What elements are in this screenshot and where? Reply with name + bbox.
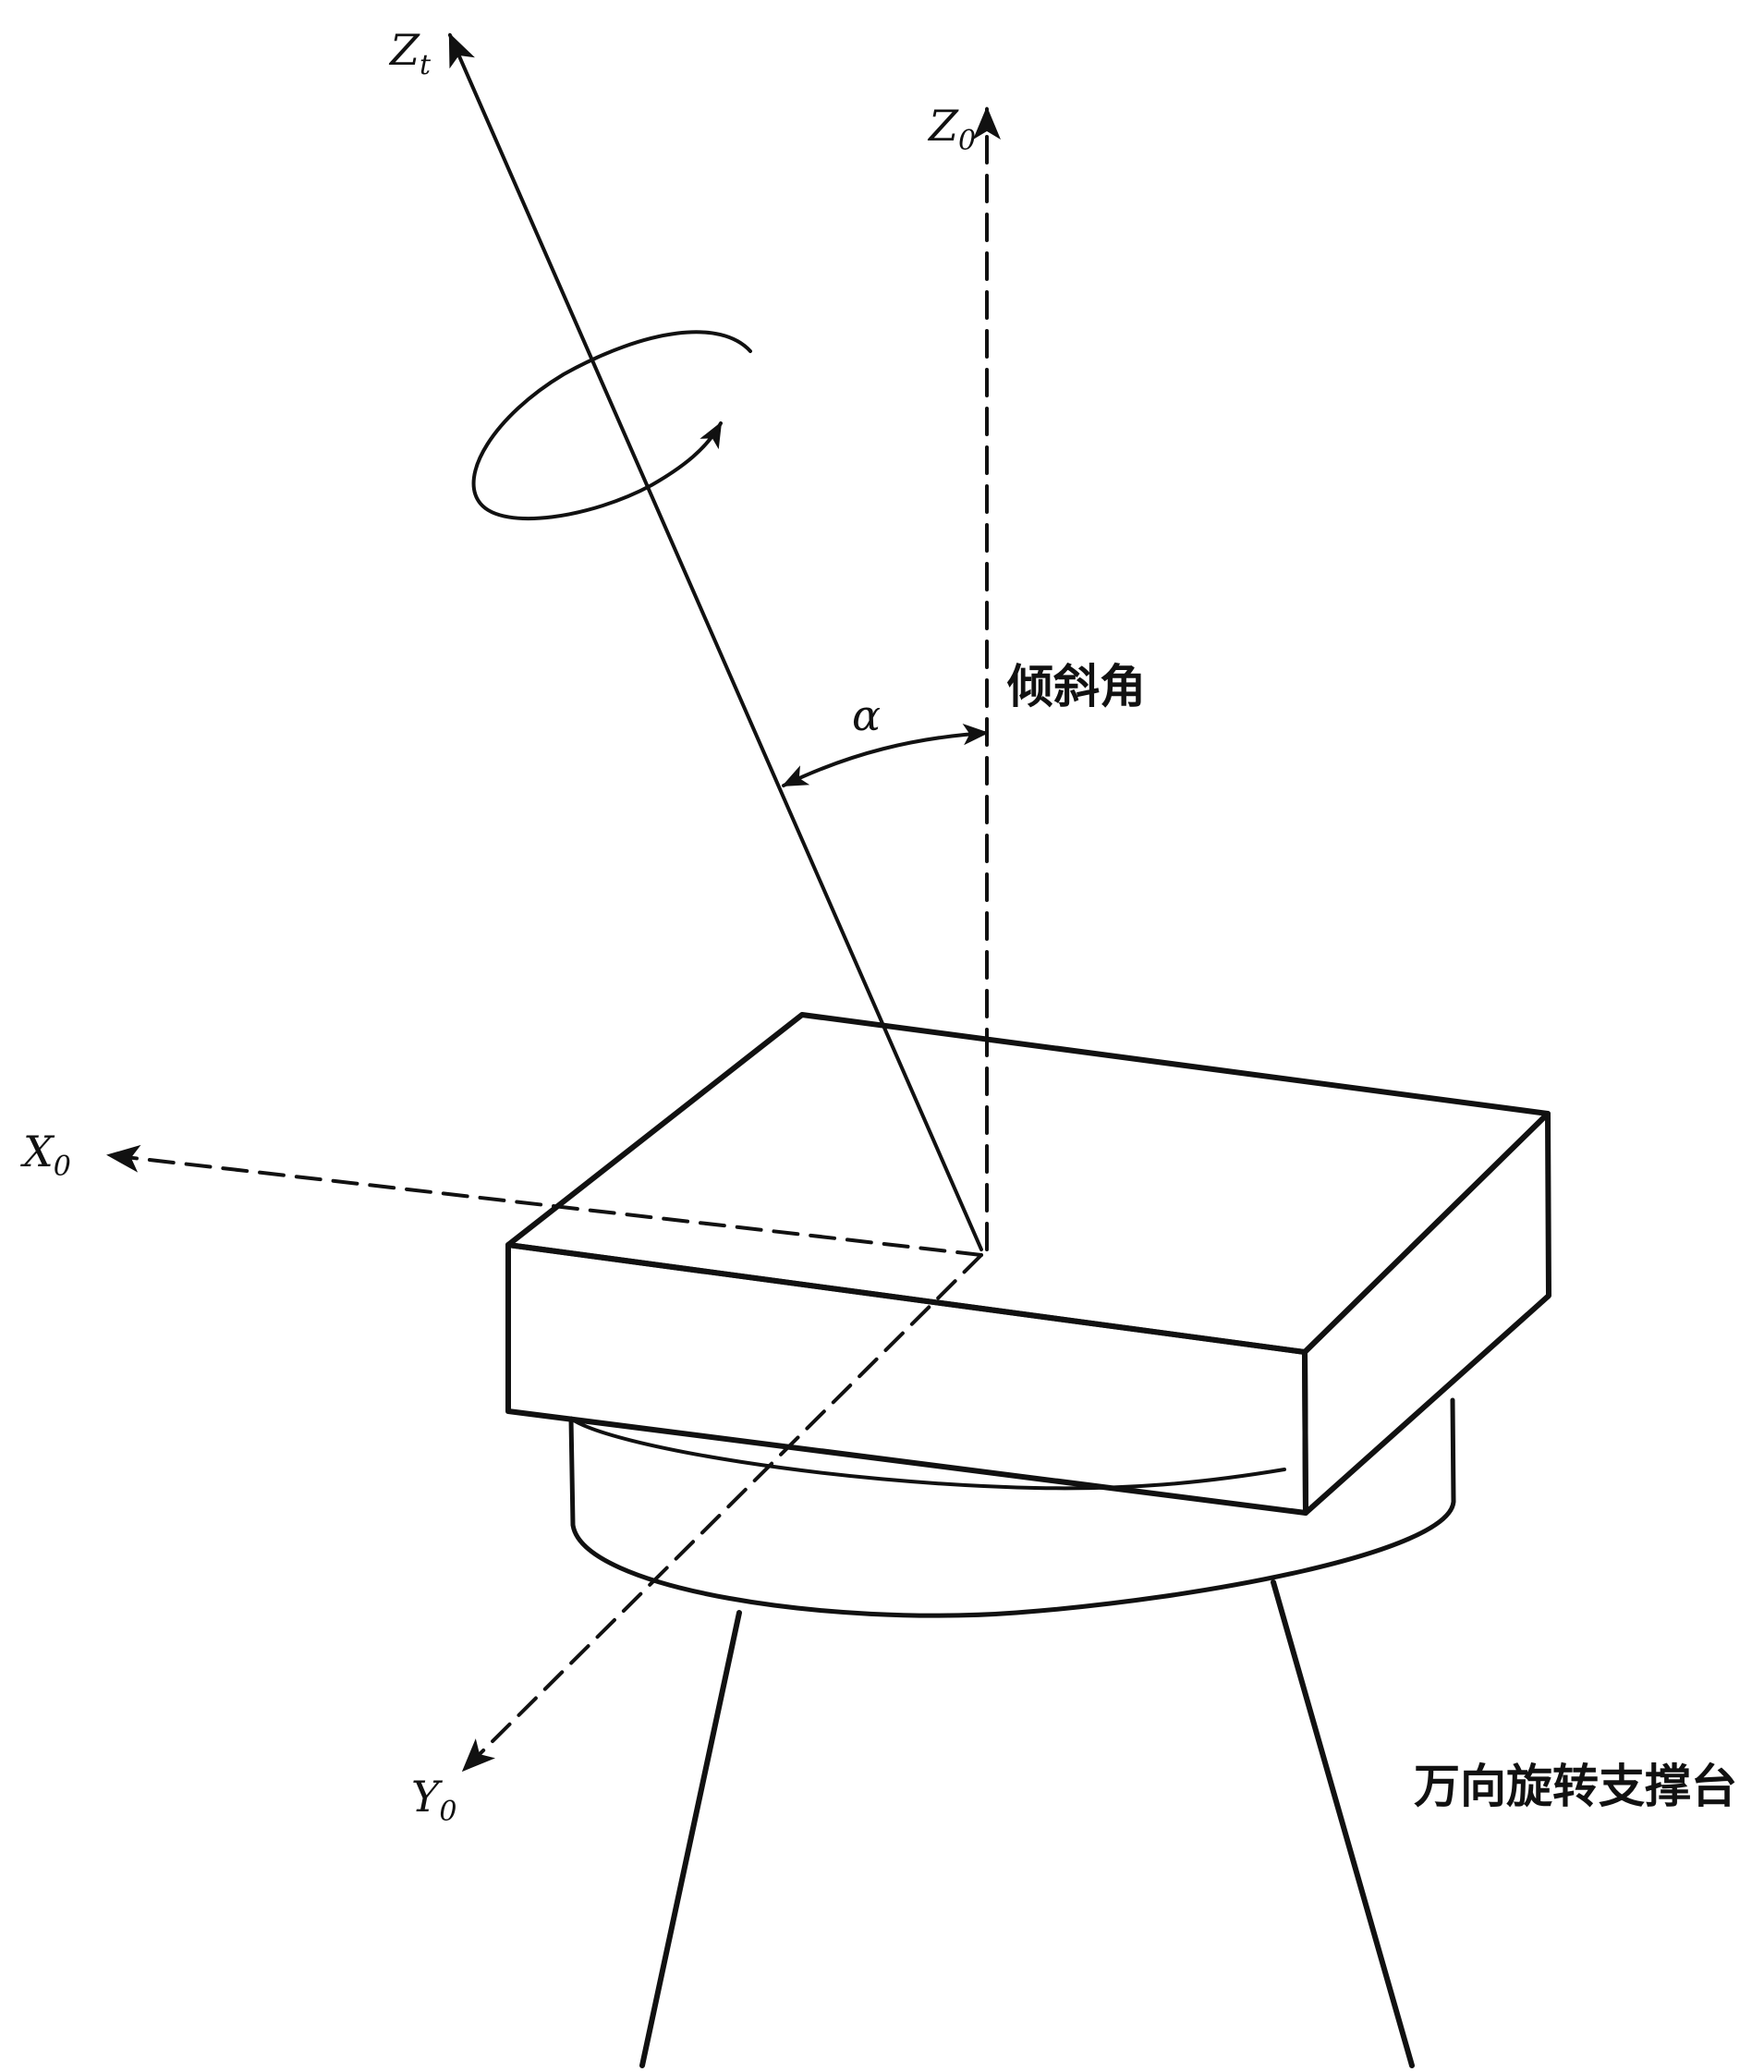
alpha-angle-arc — [781, 724, 990, 787]
x0-label: X0 — [20, 1127, 71, 1183]
y0-label: Y0 — [411, 1772, 456, 1828]
support-disc — [568, 1397, 1456, 1618]
y0-axis — [461, 1253, 983, 1773]
alpha-label: α — [852, 690, 881, 740]
zt-label: Zt — [388, 25, 432, 81]
support-disc-top-edge — [569, 1417, 1286, 1491]
zt-axis — [448, 32, 983, 1251]
support-leg-left — [639, 1610, 742, 2068]
support-label: 万向旋转支撑台 — [1414, 1760, 1737, 1813]
table-front-face — [505, 1242, 1308, 1516]
x0-axis — [106, 1144, 983, 1257]
tilt-angle-label: 倾斜角 — [1006, 660, 1146, 713]
table-top-face — [505, 1012, 1551, 1355]
support-leg-right — [1271, 1579, 1415, 2068]
table-side-face — [1302, 1111, 1551, 1516]
rotation-arrow-icon — [471, 330, 752, 520]
z0-label: Z0 — [927, 101, 976, 157]
